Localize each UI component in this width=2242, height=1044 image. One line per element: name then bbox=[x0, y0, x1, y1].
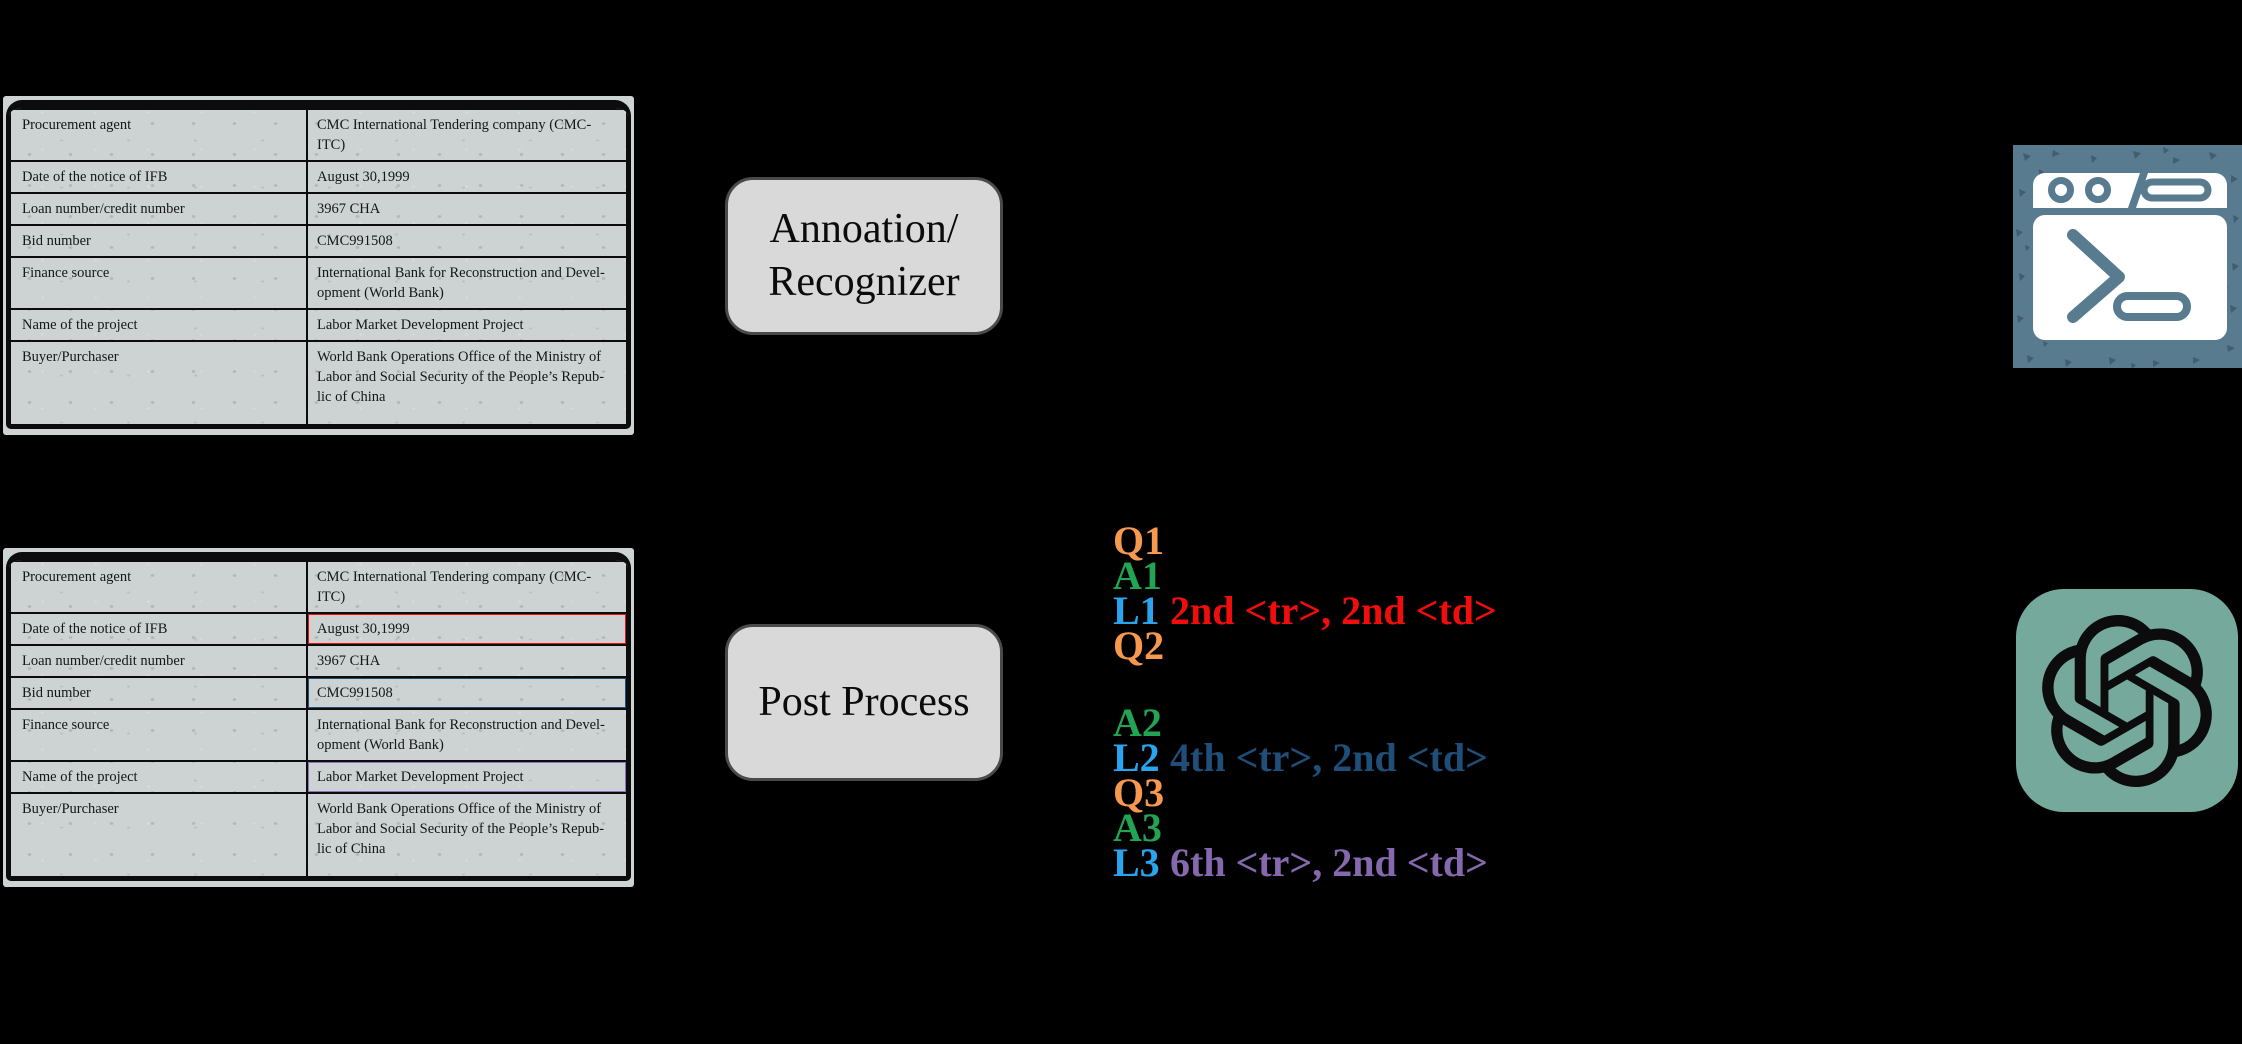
qa-label: A2 bbox=[1113, 700, 1162, 745]
table-row: Procurement agent CMC International Tend… bbox=[9, 560, 628, 614]
annotator-box-line1: Annoation/ bbox=[769, 206, 959, 252]
table-row: Bid number CMC991508 bbox=[9, 224, 628, 258]
row-label-cell: Procurement agent bbox=[9, 560, 308, 614]
row-label-cell: Loan number/credit number bbox=[9, 192, 308, 226]
row-label-cell: Buyer/Purchaser bbox=[9, 340, 308, 426]
qa-line: A3 bbox=[1113, 805, 1497, 850]
highlighted-cell-purple: Labor Market Development Project bbox=[306, 760, 628, 794]
table-row: Name of the project Labor Market Develop… bbox=[9, 308, 628, 342]
table-row: Buyer/Purchaser World Bank Operations Of… bbox=[9, 792, 628, 878]
annotator-box-line2: Recognizer bbox=[768, 259, 960, 305]
table-row: Date of the notice of IFB August 30,1999 bbox=[9, 160, 628, 194]
terminal-window-icon bbox=[2013, 145, 2242, 369]
qa-label: Q1 bbox=[1113, 518, 1165, 563]
row-value-cell: CMC991508 bbox=[306, 224, 628, 258]
openai-gpt-icon bbox=[2016, 589, 2238, 812]
window-button-icon bbox=[2085, 177, 2111, 203]
row-label-cell: Finance source bbox=[9, 708, 308, 762]
row-value-cell: 3967 CHA bbox=[306, 192, 628, 226]
table-row: Buyer/Purchaser World Bank Operations Of… bbox=[9, 340, 628, 426]
row-label-cell: Buyer/Purchaser bbox=[9, 792, 308, 878]
row-value-cell: World Bank Operations Office of the Mini… bbox=[306, 340, 628, 426]
highlighted-cell-red: August 30,1999 bbox=[306, 612, 628, 646]
post-process-label: Post Process bbox=[758, 679, 970, 725]
qa-label: L3 bbox=[1113, 840, 1160, 885]
row-label-cell: Name of the project bbox=[9, 308, 308, 342]
document-table: Procurement agent CMC International Tend… bbox=[9, 108, 628, 426]
row-value-cell: International Bank for Reconstruction an… bbox=[306, 708, 628, 762]
qa-label: A1 bbox=[1113, 553, 1162, 598]
openai-logo-icon bbox=[2042, 614, 2212, 787]
table-row: Procurement agent CMC International Tend… bbox=[9, 108, 628, 162]
row-value-cell: Labor Market Development Project bbox=[306, 308, 628, 342]
row-value-cell: August 30,1999 bbox=[306, 160, 628, 194]
table-row: Loan number/credit number 3967 CHA bbox=[9, 644, 628, 678]
row-label-cell: Procurement agent bbox=[9, 108, 308, 162]
table-frame: Procurement agent CMC International Tend… bbox=[6, 552, 631, 881]
row-value-cell: 3967 CHA bbox=[306, 644, 628, 678]
row-label-cell: Date of the notice of IFB bbox=[9, 160, 308, 194]
row-value-cell: CMC International Tendering company (CMC… bbox=[306, 560, 628, 614]
row-label-cell: Bid number bbox=[9, 224, 308, 258]
annotator-recognizer-box: Annoation/ Recognizer bbox=[725, 177, 1003, 335]
table-frame: Procurement agent CMC International Tend… bbox=[6, 100, 631, 429]
annotated-table-image: Procurement agent CMC International Tend… bbox=[3, 548, 634, 887]
highlighted-cell-blue: CMC991508 bbox=[306, 676, 628, 710]
annotated-document-table: Procurement agent CMC International Tend… bbox=[9, 560, 628, 878]
row-value-cell: International Bank for Reconstruction an… bbox=[306, 256, 628, 310]
row-value-cell: World Bank Operations Office of the Mini… bbox=[306, 792, 628, 878]
table-row: Bid number CMC991508 bbox=[9, 676, 628, 710]
qa-line: Q1 bbox=[1113, 518, 1497, 563]
table-row: Name of the project Labor Market Develop… bbox=[9, 760, 628, 794]
qa-label: L2 bbox=[1113, 735, 1160, 780]
row-label-cell: Loan number/credit number bbox=[9, 644, 308, 678]
table-row: Finance source International Bank for Re… bbox=[9, 256, 628, 310]
qa-line: L2 4th <tr>, 2nd <td> bbox=[1113, 735, 1497, 780]
table-row: Date of the notice of IFB August 30,1999 bbox=[9, 612, 628, 646]
source-table-image: Procurement agent CMC International Tend… bbox=[3, 96, 634, 435]
row-label-cell: Finance source bbox=[9, 256, 308, 310]
qa-label: Q2 bbox=[1113, 623, 1165, 668]
qa-line: Q2 bbox=[1113, 623, 1497, 668]
qa-line: L1 2nd <tr>, 2nd <td> bbox=[1113, 588, 1497, 633]
row-label-cell: Name of the project bbox=[9, 760, 308, 794]
row-value-cell: CMC International Tendering company (CMC… bbox=[306, 108, 628, 162]
qa-location-text: 6th <tr>, 2nd <td> bbox=[1170, 840, 1488, 885]
post-process-box: Post Process bbox=[725, 624, 1003, 781]
row-label-cell: Date of the notice of IFB bbox=[9, 612, 308, 646]
qa-location-panel: Q1 A1 L1 2nd <tr>, 2nd <td> Q2 A2 L2 4th… bbox=[1113, 518, 1497, 885]
qa-line: A1 bbox=[1113, 553, 1497, 598]
row-label-cell: Bid number bbox=[9, 676, 308, 710]
qa-line: A2 bbox=[1113, 700, 1497, 745]
qa-line: Q3 bbox=[1113, 770, 1497, 815]
window-button-icon bbox=[2048, 177, 2074, 203]
qa-location-text: 2nd <tr>, 2nd <td> bbox=[1170, 588, 1497, 633]
qa-location-text: 4th <tr>, 2nd <td> bbox=[1170, 735, 1488, 780]
qa-label: Q3 bbox=[1113, 770, 1165, 815]
table-row: Loan number/credit number 3967 CHA bbox=[9, 192, 628, 226]
qa-line: L3 6th <tr>, 2nd <td> bbox=[1113, 840, 1497, 885]
prompt-chevron-icon bbox=[2067, 229, 2125, 323]
title-pill-icon bbox=[2140, 178, 2212, 202]
qa-label: L1 bbox=[1113, 588, 1160, 633]
terminal-window-icon-svg bbox=[2013, 145, 2242, 369]
cursor-underscore-icon bbox=[2113, 292, 2191, 321]
qa-label: A3 bbox=[1113, 805, 1162, 850]
table-row: Finance source International Bank for Re… bbox=[9, 708, 628, 762]
